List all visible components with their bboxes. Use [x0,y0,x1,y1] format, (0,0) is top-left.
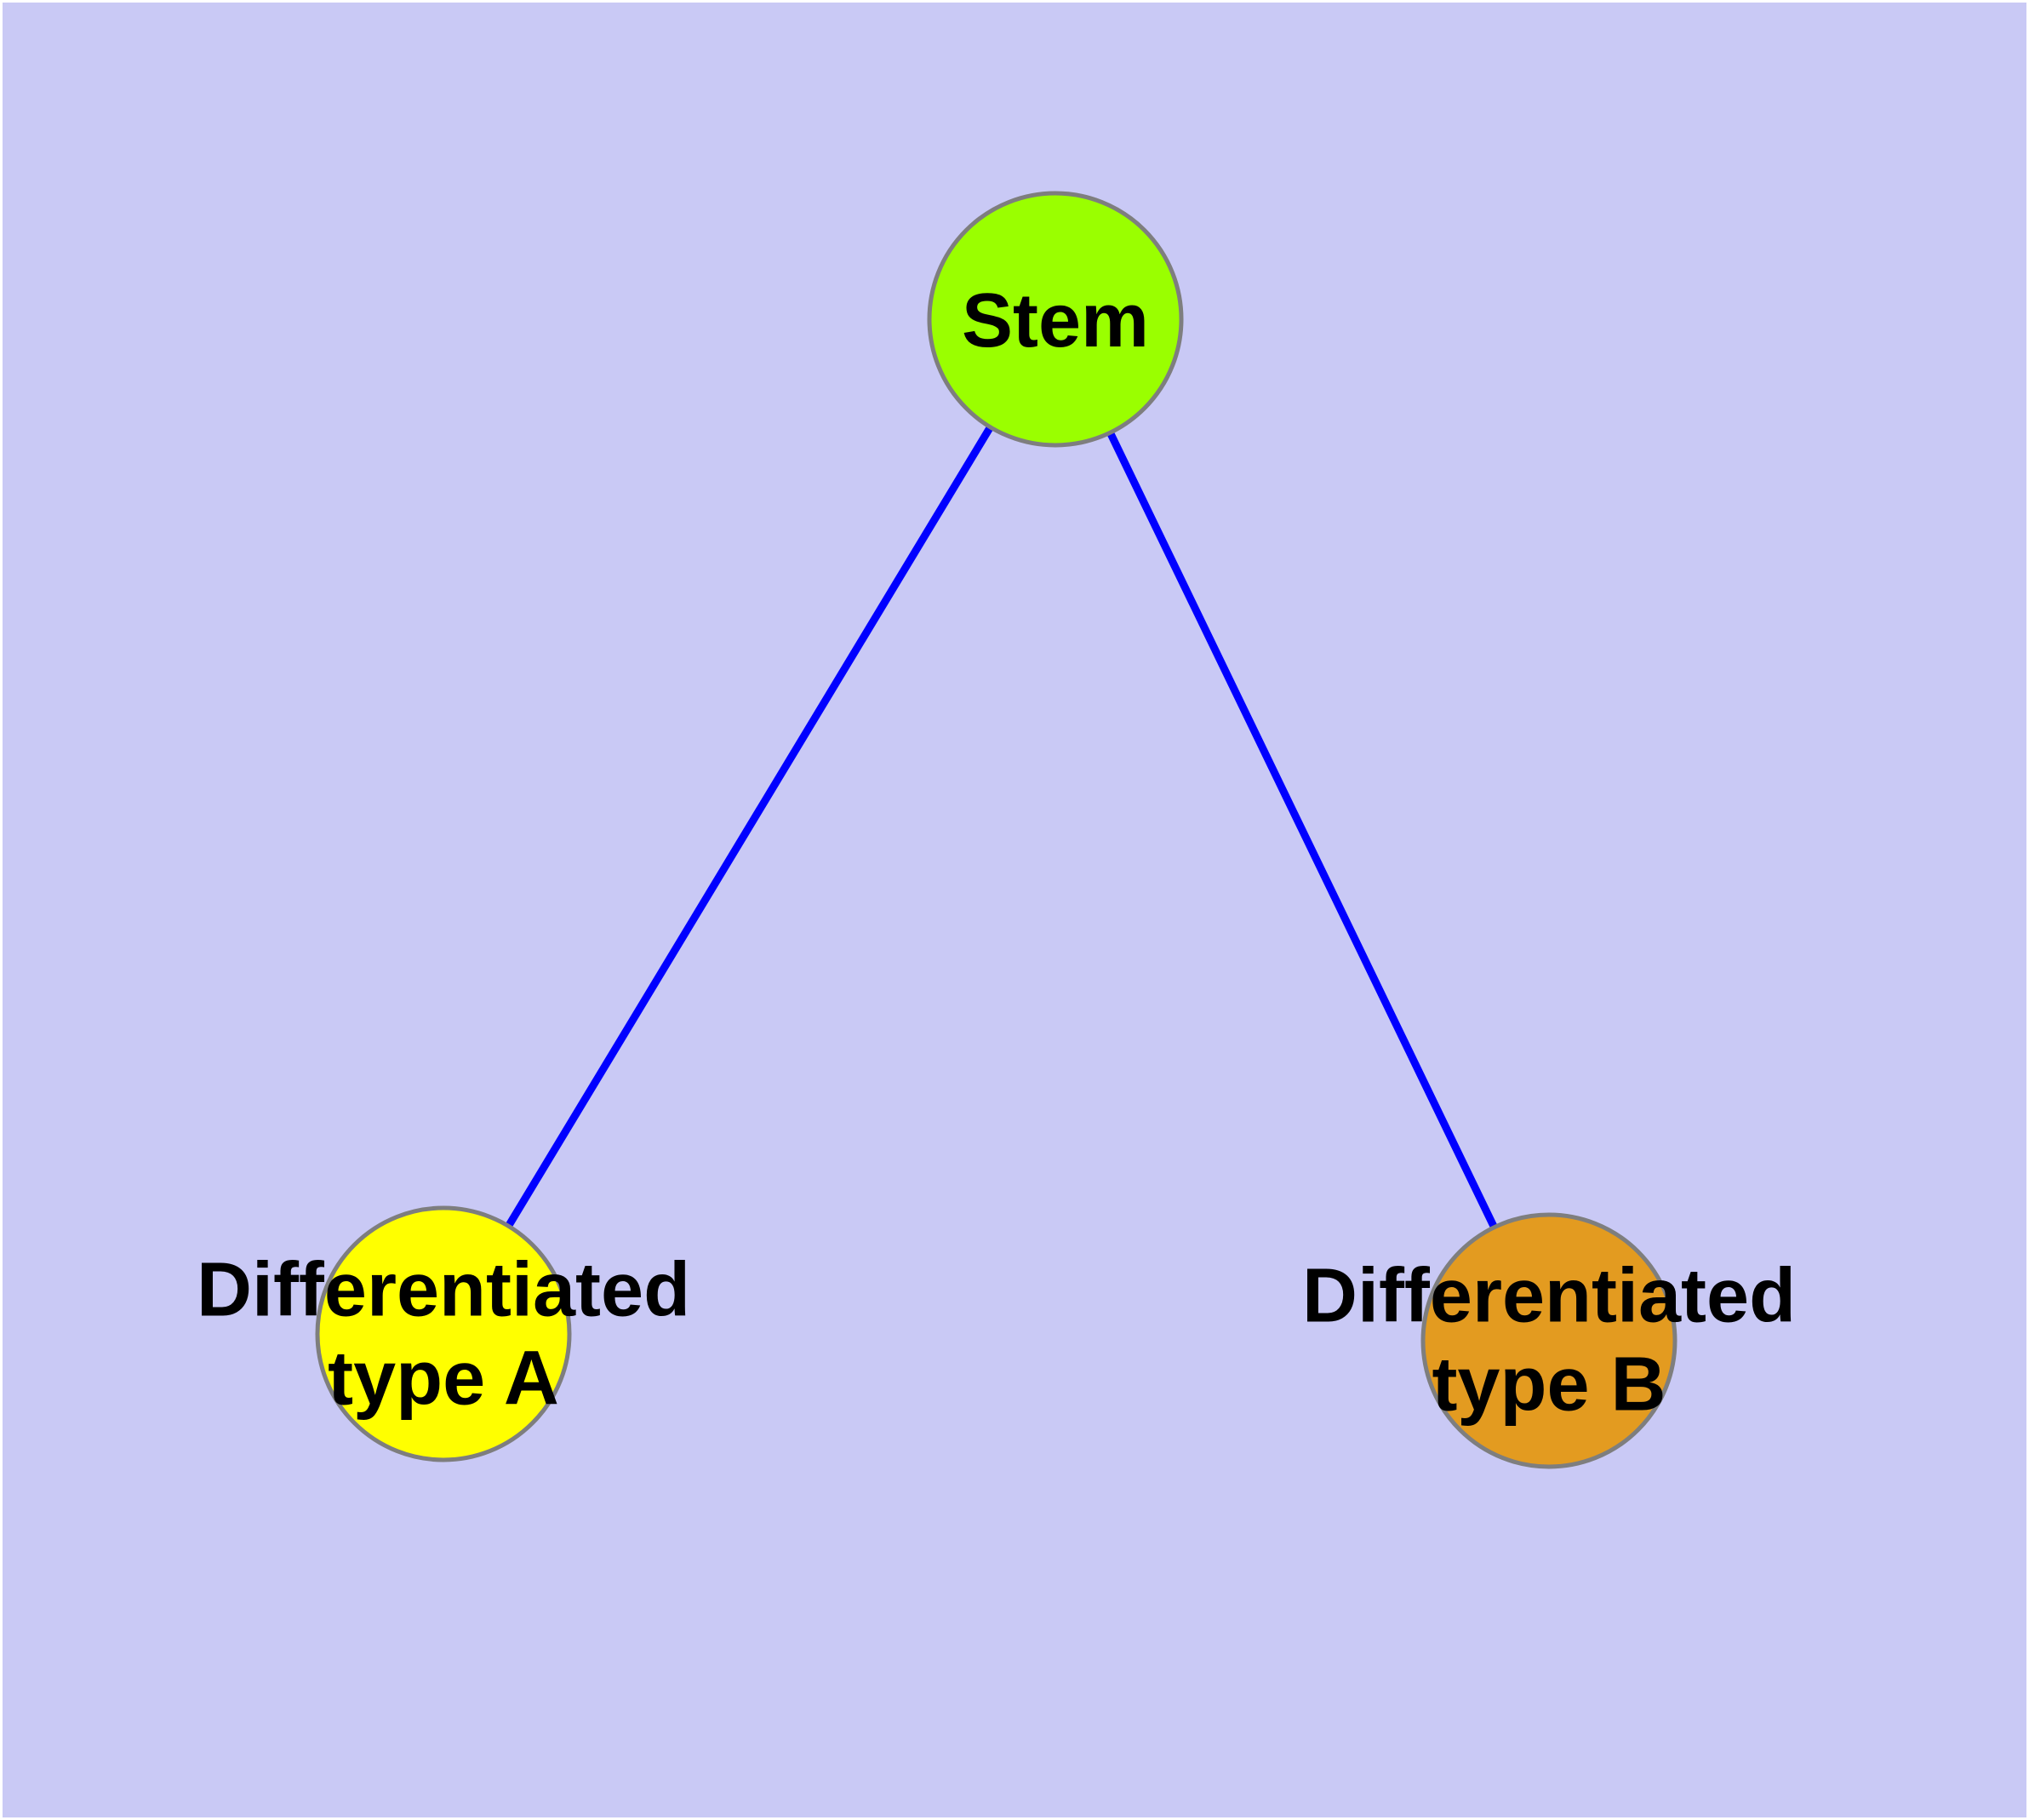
node-differentiated-type-a-label: Differentiated type A [196,1247,691,1422]
node-stem-circle [927,191,1184,448]
node-differentiated-type-b-circle [1420,1212,1677,1469]
node-differentiated-type-a-circle [315,1205,572,1462]
node-differentiated-type-b-label: Differentiated type B [1301,1253,1797,1428]
edge-stem-to-type-a [440,317,1059,1336]
graph-canvas [315,191,1677,1469]
edge-stem-to-type-b [1051,318,1553,1342]
node-stem-label: Stem [961,278,1150,363]
